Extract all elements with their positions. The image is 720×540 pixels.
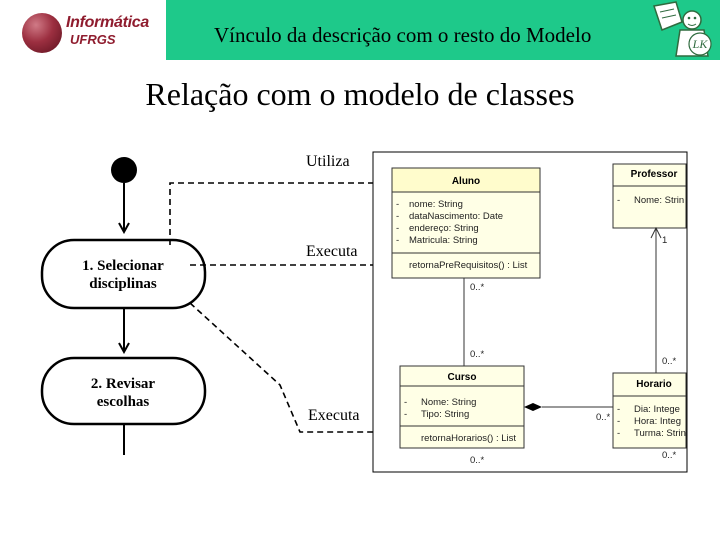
class-curso: [399, 365, 525, 449]
class-name-horario: Horario: [636, 379, 672, 390]
informatica-ufrgs-logo: Informática UFRGS: [0, 0, 166, 60]
visibility-marker: -: [396, 223, 399, 234]
visibility-marker: -: [617, 416, 620, 427]
visibility-marker: -: [396, 199, 399, 210]
attribute-nome: Nome: String: [421, 397, 476, 408]
class-professor: [612, 163, 687, 229]
slide-header: Informática UFRGS Vínculo da descrição c…: [0, 0, 720, 60]
link-utiliza: [169, 183, 388, 245]
composition-diamond: [524, 403, 542, 411]
visibility-marker: -: [617, 195, 620, 206]
class-diagram: Aluno - - - - nome: String dataNasciment…: [372, 151, 688, 473]
multiplicity-label: 0..*: [470, 282, 485, 293]
link-label-executa: Executa: [308, 407, 360, 424]
attribute-dia: Dia: Intege: [634, 404, 680, 415]
operation-retornaprerequisitos: retornaPreRequisitos() : List: [409, 260, 528, 271]
mascot-letters: LK: [692, 37, 709, 51]
attribute-tipo: Tipo: String: [421, 409, 469, 420]
multiplicity-label: 0..*: [596, 412, 611, 423]
action-selecionar-disciplinas: [40, 238, 207, 310]
mascot-icon: LK: [653, 1, 712, 57]
multiplicity-label: 0..*: [662, 450, 677, 461]
dashed-links: Utiliza Executa Executa: [169, 153, 408, 432]
header-title: Vínculo da descrição com o resto do Mode…: [214, 23, 592, 47]
multiplicity-label: 0..*: [470, 455, 485, 466]
visibility-marker: -: [404, 397, 407, 408]
class-name-aluno: Aluno: [452, 176, 480, 187]
operation-retornahorarios: retornaHorarios() : List: [421, 433, 516, 444]
attribute-turma: Turma: Strin: [634, 428, 686, 439]
multiplicity-label: 0..*: [662, 356, 677, 367]
visibility-marker: -: [617, 404, 620, 415]
visibility-marker: -: [396, 211, 399, 222]
class-horario: [612, 372, 687, 449]
logo-sphere: [22, 13, 62, 53]
link-label-executa: Executa: [306, 243, 358, 260]
class-name-professor: Professor: [631, 169, 678, 180]
attribute-nome: Nome: Strin: [634, 195, 684, 206]
visibility-marker: -: [404, 409, 407, 420]
attribute-hora: Hora: Integ: [634, 416, 681, 427]
initial-node: [111, 157, 137, 183]
multiplicity-label: 1: [662, 235, 667, 246]
visibility-marker: -: [396, 235, 399, 246]
logo-text-informatica: Informática: [66, 14, 149, 31]
attribute-nome: nome: String: [409, 199, 463, 210]
link-executa-2: [189, 302, 408, 432]
visibility-marker: -: [617, 428, 620, 439]
attribute-datanascimento: dataNascimento: Date: [409, 211, 503, 222]
header-band: [166, 0, 720, 60]
attribute-endereco: endereço: String: [409, 223, 479, 234]
navigability-arrow: [650, 226, 662, 239]
class-name-curso: Curso: [448, 372, 477, 383]
logo-text-ufrgs: UFRGS: [70, 32, 116, 47]
link-label-utiliza: Utiliza: [306, 153, 350, 170]
slide-title: Relação com o modelo de classes: [145, 76, 575, 112]
multiplicity-label: 0..*: [470, 349, 485, 360]
attribute-matricula: Matricula: String: [409, 235, 478, 246]
